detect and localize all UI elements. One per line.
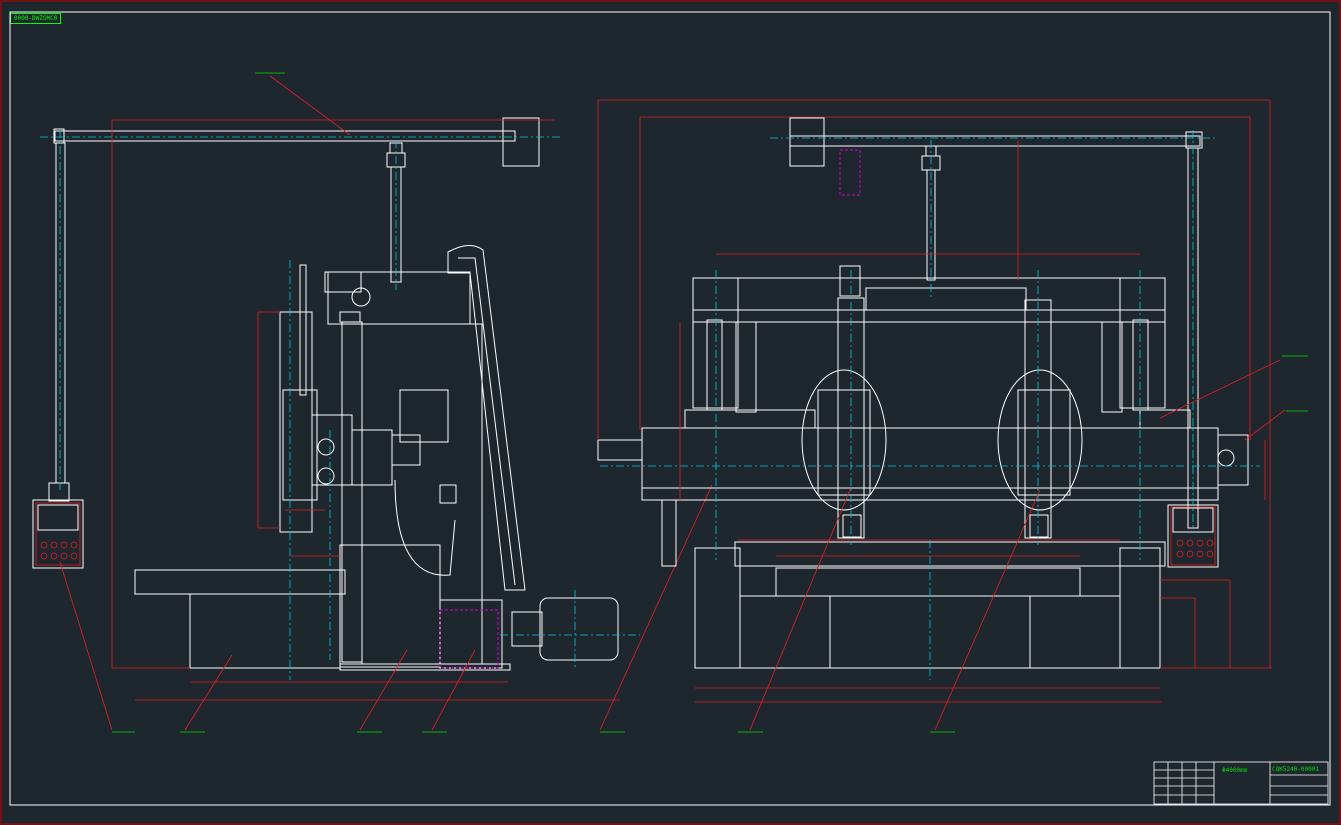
title-spec: Φ4000mm	[1222, 767, 1248, 774]
front-view	[597, 117, 1249, 669]
title-drawing-no: CQK5240-00001	[1272, 766, 1319, 773]
title-block	[1153, 761, 1329, 805]
inner-frame	[9, 11, 1331, 806]
drawing-tag: 0000-DWZSMC0	[10, 13, 62, 24]
side-view	[32, 117, 619, 671]
